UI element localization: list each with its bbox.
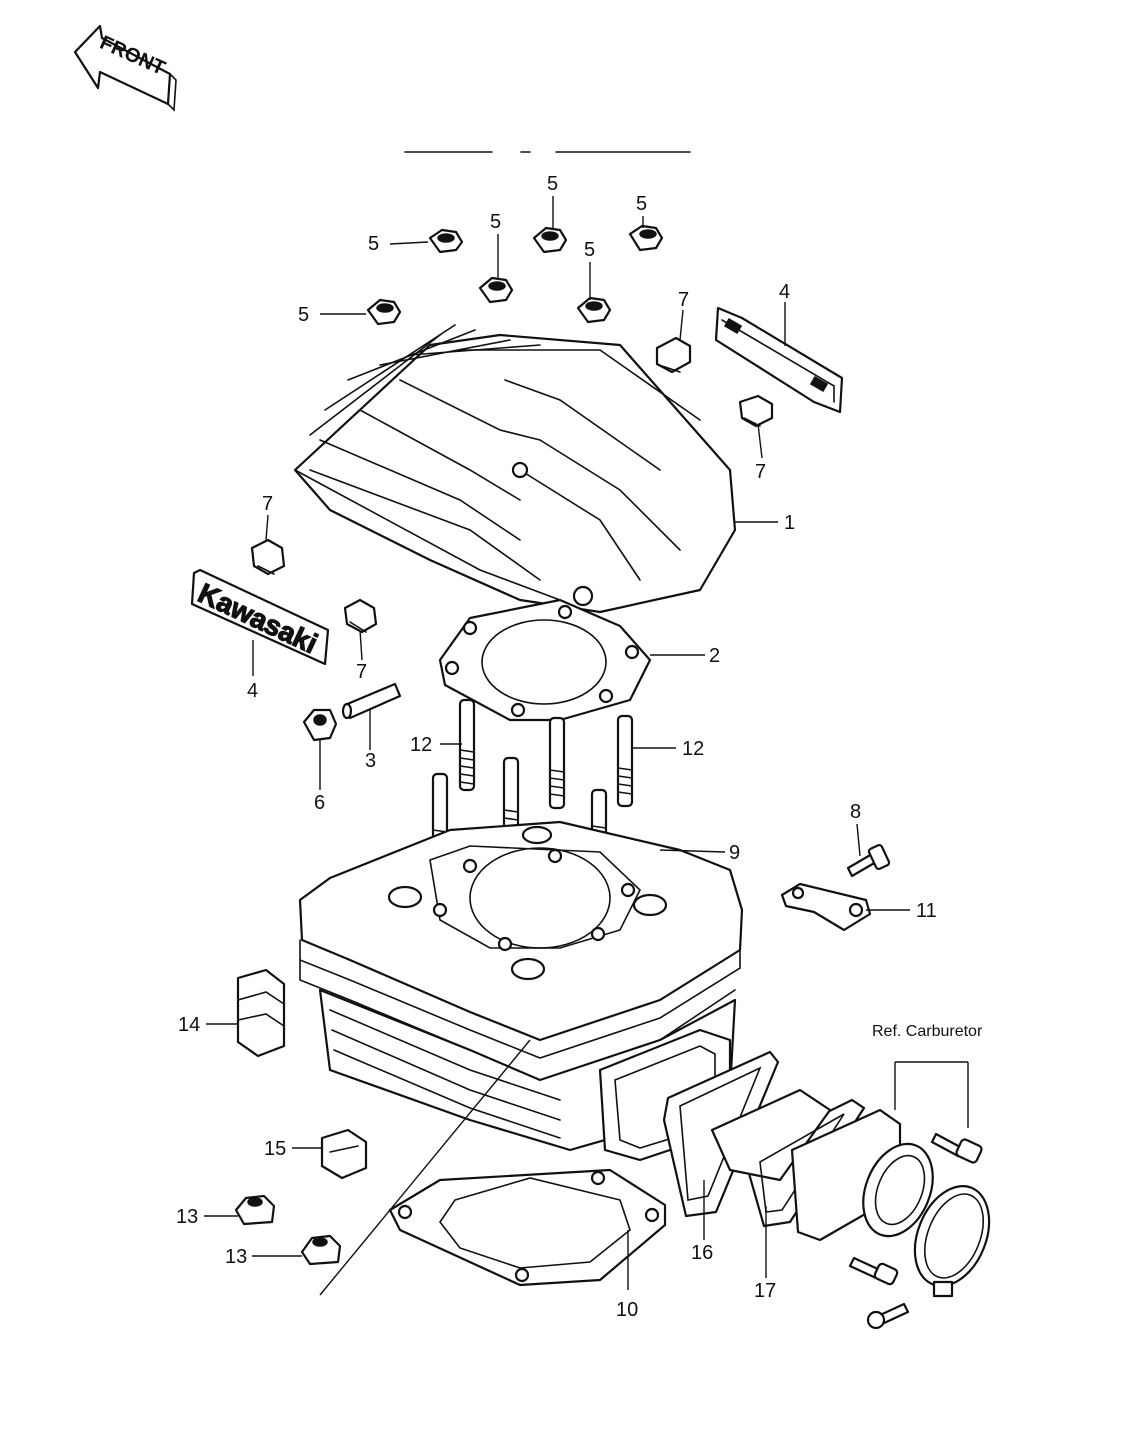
label-17-reed-valve: 17	[754, 1280, 776, 1302]
stud-12-a	[458, 698, 476, 792]
label-15-damper: 15	[264, 1138, 286, 1160]
label-5-nut-e: 5	[584, 239, 595, 261]
label-8-bolt: 8	[850, 801, 861, 823]
label-6-nut: 6	[314, 792, 325, 814]
nut-13-a	[234, 1194, 276, 1226]
nut-5-c	[628, 224, 664, 252]
nut-5-f	[366, 298, 402, 326]
label-4-emblem-left: 4	[247, 680, 258, 702]
label-10-base-gasket: 10	[616, 1299, 638, 1321]
front-arrow: FRONT	[73, 24, 177, 112]
clip-7-group	[250, 336, 774, 634]
clip-7-a	[655, 336, 692, 374]
label-4-emblem-right: 4	[779, 281, 790, 303]
base-gasket	[388, 1168, 667, 1287]
cylinder-head	[293, 324, 737, 614]
label-5-nut-b: 5	[636, 193, 647, 215]
label-5-nut-f: 5	[298, 304, 309, 326]
nut-5-d	[478, 276, 514, 304]
carb-bolt-a	[930, 1132, 983, 1164]
bolt-8	[846, 843, 891, 878]
carb-bolt-b	[848, 1256, 899, 1286]
head-gasket	[438, 598, 652, 722]
label-11-bracket: 11	[916, 900, 937, 922]
damper-15	[320, 1128, 368, 1180]
nut-5-a	[428, 228, 464, 254]
label-9-cylinder: 9	[729, 842, 740, 864]
label-1-cylinder-head: 1	[784, 512, 795, 534]
carb-bolts	[848, 1132, 983, 1330]
emblem-right	[714, 306, 844, 414]
label-12-stud-right: 12	[682, 738, 704, 760]
label-2-head-gasket: 2	[709, 645, 720, 667]
label-13-nut-a: 13	[176, 1206, 198, 1228]
label-16-gasket: 16	[691, 1242, 713, 1264]
label-3-pin: 3	[365, 750, 376, 772]
label-5-nut-a: 5	[547, 173, 558, 195]
leader-lines	[204, 196, 969, 1296]
stud-12-c	[616, 714, 634, 808]
nut-5-group	[366, 224, 664, 326]
emblem-left: Kawasaki	[190, 568, 330, 666]
nut-6	[302, 708, 338, 742]
bracket-11	[780, 882, 872, 932]
clip-7-d	[343, 598, 378, 634]
label-5-nut-c: 5	[490, 211, 501, 233]
pin-3	[341, 682, 402, 720]
clip-7-c	[250, 538, 286, 576]
label-7-clip-a: 7	[678, 289, 689, 311]
label-5-nut-d: 5	[368, 233, 379, 255]
label-7-clip-d: 7	[356, 661, 367, 683]
carburetor-holder	[790, 1108, 991, 1298]
label-7-clip-c: 7	[262, 493, 273, 515]
ref-carburetor-label: Ref. Carburetor	[872, 1023, 983, 1040]
carb-bolt-c	[866, 1302, 910, 1330]
label-12-stud-left: 12	[410, 734, 432, 756]
damper-14	[236, 968, 286, 1058]
nut-5-b	[532, 226, 568, 254]
stud-12-b	[548, 716, 566, 810]
label-14-damper: 14	[178, 1014, 200, 1036]
callouts: 1 2 3 4 4 5 5 5 5 5 5 5 6 7 7 7 7 8 9 10…	[176, 173, 983, 1321]
clip-7-b	[738, 394, 774, 428]
nut-13-b	[300, 1234, 342, 1266]
label-13-nut-b: 13	[225, 1246, 247, 1268]
label-7-clip-b: 7	[755, 461, 766, 483]
nut-5-e	[576, 296, 612, 324]
